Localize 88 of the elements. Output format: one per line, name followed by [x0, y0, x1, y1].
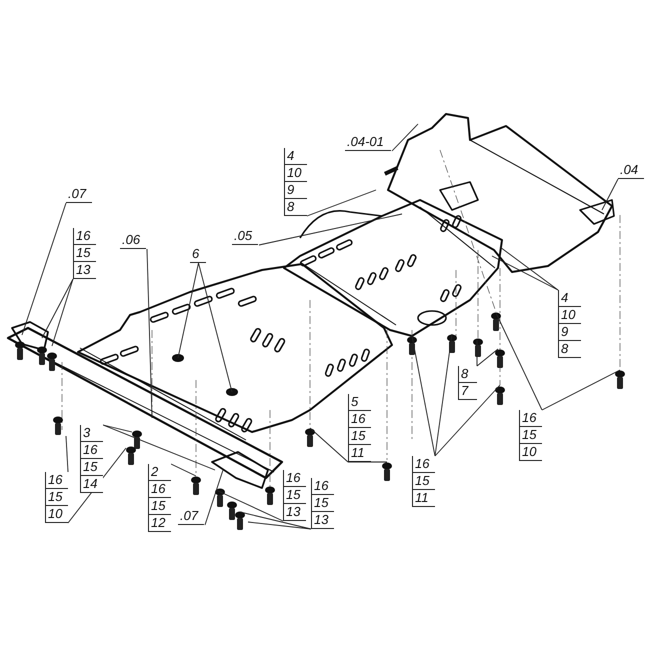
- callout-number: 9: [285, 182, 307, 199]
- leader-line: [170, 464, 196, 476]
- leader-line: [22, 202, 66, 336]
- callout-number: 9: [559, 324, 581, 341]
- leader-line: [66, 436, 68, 472]
- leader-line: [492, 256, 558, 290]
- callout-number: 12: [149, 515, 171, 532]
- callout-number: 8: [559, 341, 581, 358]
- callout-number: 11: [413, 490, 435, 507]
- callout-stack: [348, 394, 371, 462]
- callout-number: 4: [285, 148, 307, 165]
- leader-line: [476, 340, 478, 366]
- leader-line: [178, 262, 199, 358]
- leader-line: [248, 522, 312, 530]
- leader-line: [602, 178, 618, 210]
- callout-stack: [148, 464, 171, 532]
- callout-stack: [73, 228, 96, 279]
- callout-number: 5: [349, 394, 371, 411]
- callout-number: 16: [74, 228, 96, 245]
- callout-label: .07: [66, 186, 92, 203]
- callout-stack: [412, 456, 435, 507]
- callout-number: 15: [349, 428, 371, 445]
- callout-number: 11: [349, 445, 371, 462]
- callout-number: 10: [285, 165, 307, 182]
- callout-number: 10: [559, 307, 581, 324]
- callout-stack: [458, 366, 477, 400]
- callout-number: 10: [46, 506, 68, 523]
- callout-number: 16: [81, 442, 103, 459]
- leader-line: [52, 278, 74, 346]
- leader-line: [412, 336, 436, 456]
- callout-number: 8: [459, 366, 477, 383]
- callout-stack: [558, 290, 581, 358]
- callout-number: 2: [149, 464, 171, 481]
- callout-stack: [519, 410, 542, 461]
- callout-stack: [283, 470, 306, 521]
- callout-number: 3: [81, 425, 103, 442]
- callout-number: 15: [312, 495, 334, 512]
- callout-number: 10: [520, 444, 542, 461]
- leader-line: [258, 214, 402, 246]
- leader-line: [500, 246, 558, 290]
- callout-number: 16: [312, 478, 334, 495]
- callout-number: 15: [149, 498, 171, 515]
- leader-line: [306, 190, 376, 216]
- leader-line: [198, 262, 232, 392]
- leader-line: [434, 334, 452, 456]
- callout-label: 6: [190, 246, 206, 263]
- callout-number: 15: [284, 487, 306, 504]
- callout-number: 13: [284, 504, 306, 521]
- callout-number: 16: [284, 470, 306, 487]
- leader-line: [68, 448, 126, 524]
- leader-line: [392, 124, 418, 152]
- leader-line: [42, 278, 74, 338]
- callout-number: 8: [285, 199, 307, 216]
- callout-number: 16: [46, 472, 68, 489]
- callout-label: .05: [232, 228, 258, 245]
- leader-line: [204, 470, 224, 526]
- callout-number: 14: [81, 476, 103, 493]
- leader-line: [476, 348, 498, 366]
- callout-stack: [284, 148, 307, 216]
- leader-line: [240, 512, 312, 530]
- callout-number: 15: [413, 473, 435, 490]
- leader-line: [216, 490, 284, 522]
- callout-label: .07: [178, 508, 204, 525]
- callout-number: 15: [46, 489, 68, 506]
- callout-number: 15: [74, 245, 96, 262]
- callout-label: .04: [618, 162, 644, 179]
- leader-line: [146, 248, 152, 418]
- leader-line: [102, 424, 216, 470]
- callout-number: 13: [312, 512, 334, 529]
- callout-number: 15: [520, 427, 542, 444]
- callout-number: 16: [413, 456, 435, 473]
- callout-number: 16: [149, 481, 171, 498]
- leader-line: [102, 424, 132, 432]
- callout-stack: [311, 478, 334, 529]
- callout-number: 7: [459, 383, 477, 400]
- callout-stack: [45, 472, 68, 523]
- leader-line: [496, 312, 542, 410]
- callout-label: .06: [120, 232, 146, 249]
- leader-line: [434, 384, 500, 456]
- leader-line: [310, 428, 348, 462]
- callout-number: 4: [559, 290, 581, 307]
- callout-number: 13: [74, 262, 96, 279]
- callout-stack: [80, 425, 103, 493]
- callout-number: 16: [349, 411, 371, 428]
- leader-line: [542, 370, 620, 410]
- callout-number: 15: [81, 459, 103, 476]
- callout-label: .04-01: [345, 134, 391, 151]
- callout-number: 16: [520, 410, 542, 427]
